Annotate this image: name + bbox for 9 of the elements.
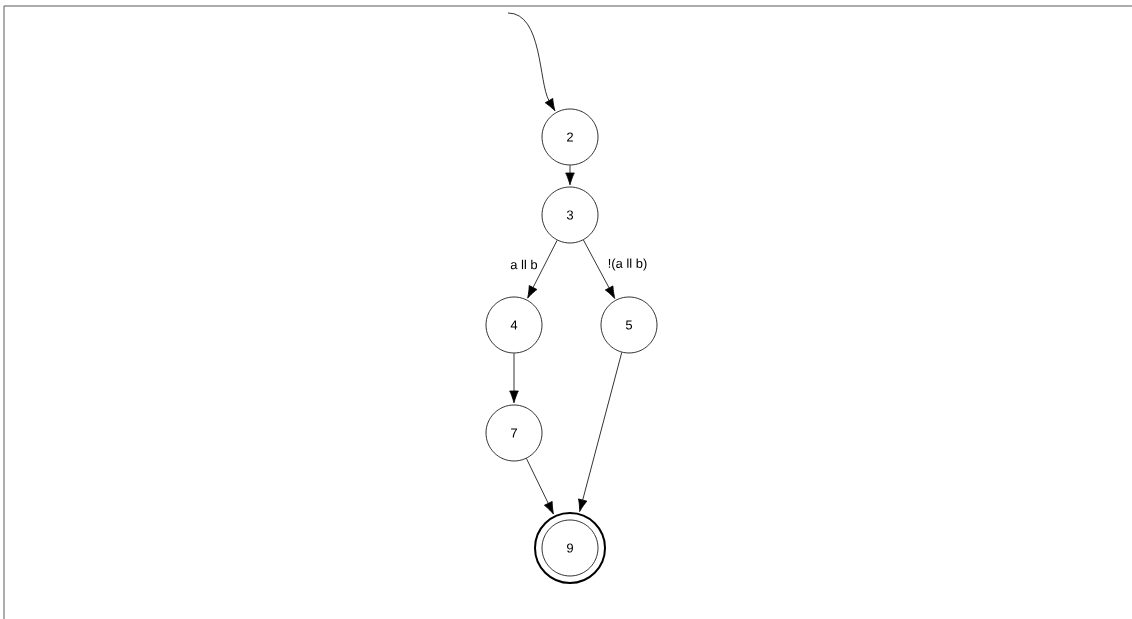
- arrow: [507, 12, 556, 112]
- arrow: [583, 239, 616, 299]
- edge-label: !(a ll b): [606, 257, 649, 272]
- arrow: [578, 352, 623, 512]
- edge-label: a ll b: [509, 258, 539, 271]
- arrow: [565, 165, 575, 186]
- arrow: [526, 458, 554, 515]
- arrow: [527, 239, 558, 299]
- arrow: [509, 353, 519, 404]
